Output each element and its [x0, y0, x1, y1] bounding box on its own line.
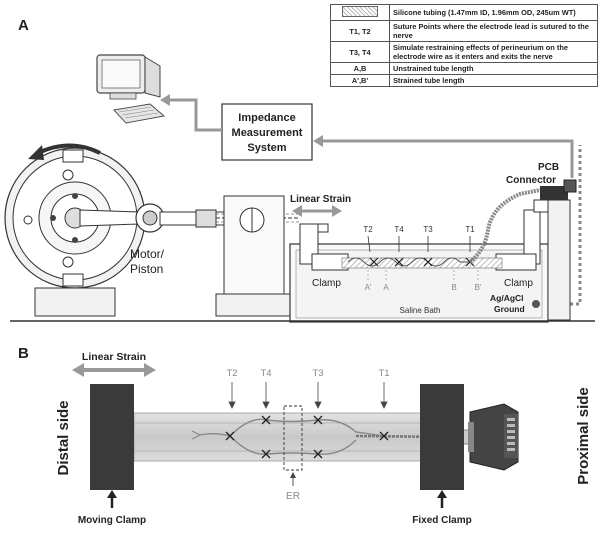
legend-table: Silicone tubing (1.47mm ID, 1.96mm OD, 2…: [330, 4, 598, 87]
er-region-box: [283, 405, 303, 471]
legend-desc: Suture Points where the electrode lead i…: [389, 20, 598, 42]
silicone-tubing-swatch-icon: [342, 6, 378, 17]
suture-labels-a: T2 T4 T3 T1: [363, 225, 475, 234]
er-label: ER: [286, 491, 300, 502]
impedance-label-1: Impedance: [238, 112, 295, 124]
motor-label-1: Motor/: [130, 247, 165, 261]
suture-label-t3-a: T3: [423, 225, 433, 234]
motor-wheel: [4, 147, 146, 317]
suture-label-t3-b: T3: [312, 368, 323, 379]
impedance-system-box: [221, 103, 313, 161]
suture-pointer-arrows-a: [367, 235, 471, 253]
ground-label-1: Ag/AgCl: [490, 293, 524, 303]
legend-row: Silicone tubing (1.47mm ID, 1.96mm OD, 2…: [330, 4, 598, 21]
legend-row: A,B Unstrained tube length: [330, 62, 598, 75]
suture-label-t4-a: T4: [394, 225, 404, 234]
suture-label-t4-b: T4: [260, 368, 271, 379]
pcb-to-impedance-arrow: [313, 135, 574, 178]
length-label-b: B: [451, 283, 456, 292]
saline-bath-label: Saline Bath: [400, 306, 441, 315]
legend-desc: Unstrained tube length: [389, 62, 598, 75]
pcb-lead-cable: [468, 188, 541, 264]
legend-row: T1, T2 Suture Points where the electrode…: [330, 20, 598, 42]
clamp-right-label: Clamp: [504, 278, 533, 289]
pcb-label-1: PCB: [538, 162, 559, 173]
linear-strain-arrow-b: [72, 363, 156, 377]
impedance-label-2: Measurement: [232, 127, 303, 139]
legend-key: T1, T2: [330, 20, 390, 42]
ground-label-2: Ground: [494, 304, 525, 314]
moving-clamp-arrow: [107, 490, 117, 508]
legend-row: A',B' Strained tube length: [330, 74, 598, 87]
fixed-clamp-block: [420, 384, 464, 490]
rotation-arrow-icon: [28, 143, 101, 160]
linear-strain-arrow-a: [292, 205, 342, 217]
suture-label-t1-a: T1: [465, 225, 475, 234]
linear-strain-label-a: Linear Strain: [290, 194, 351, 205]
panel-a-label: A: [18, 17, 29, 34]
fixed-clamp-label: Fixed Clamp: [412, 515, 471, 526]
suture-label-t2-a: T2: [363, 225, 373, 234]
silicone-tube-a: [341, 257, 503, 269]
legend-key: [330, 4, 390, 21]
electrode-wire-a: [347, 257, 470, 267]
legend-key: T3, T4: [330, 41, 390, 63]
length-label-a: A: [383, 283, 389, 292]
length-labels: A' A B B': [365, 283, 482, 292]
suture-pointer-arrows-b: [228, 382, 388, 409]
suture-marks-b: [225, 415, 389, 459]
pcb-label-2: Connector: [506, 175, 556, 186]
length-label-b-prime: B': [475, 283, 482, 292]
impedance-to-computer-arrow: [160, 94, 222, 132]
computer-icon: [96, 54, 166, 124]
left-clamp: [299, 223, 349, 271]
legend-desc: Silicone tubing (1.47mm ID, 1.96mm OD, 2…: [389, 4, 598, 21]
legend-key: A',B': [330, 74, 390, 87]
fixed-clamp-arrow: [437, 490, 447, 508]
suture-label-t1-b: T1: [378, 368, 389, 379]
linear-strain-label-b: Linear Strain: [82, 351, 146, 363]
legend-desc: Strained tube length: [389, 74, 598, 87]
er-arrow: [290, 472, 296, 486]
legend-row: T3, T4 Simulate restraining effects of p…: [330, 41, 598, 63]
length-guides: [367, 270, 479, 282]
length-label-a-prime: A': [365, 283, 372, 292]
ground-electrode-icon: [532, 300, 540, 308]
distal-side-label: Distal side: [55, 400, 72, 475]
bearing-block: [215, 195, 293, 317]
impedance-label-3: System: [247, 142, 286, 154]
connector-b-icon: [468, 403, 519, 471]
panel-b-label: B: [18, 345, 29, 362]
suture-label-t2-b: T2: [226, 368, 237, 379]
suture-labels-b: T2 T4 T3 T1: [226, 368, 389, 379]
piston-arm: [79, 203, 300, 233]
clamp-left-label: Clamp: [312, 278, 341, 289]
moving-clamp-block: [90, 384, 134, 490]
pcb-connector-icon: [540, 179, 577, 200]
legend-desc: Simulate restraining effects of perineur…: [389, 41, 598, 63]
moving-clamp-label: Moving Clamp: [78, 515, 146, 526]
motor-label-2: Piston: [130, 262, 163, 276]
legend-key: A,B: [330, 62, 390, 75]
proximal-side-label: Proximal side: [575, 387, 592, 485]
